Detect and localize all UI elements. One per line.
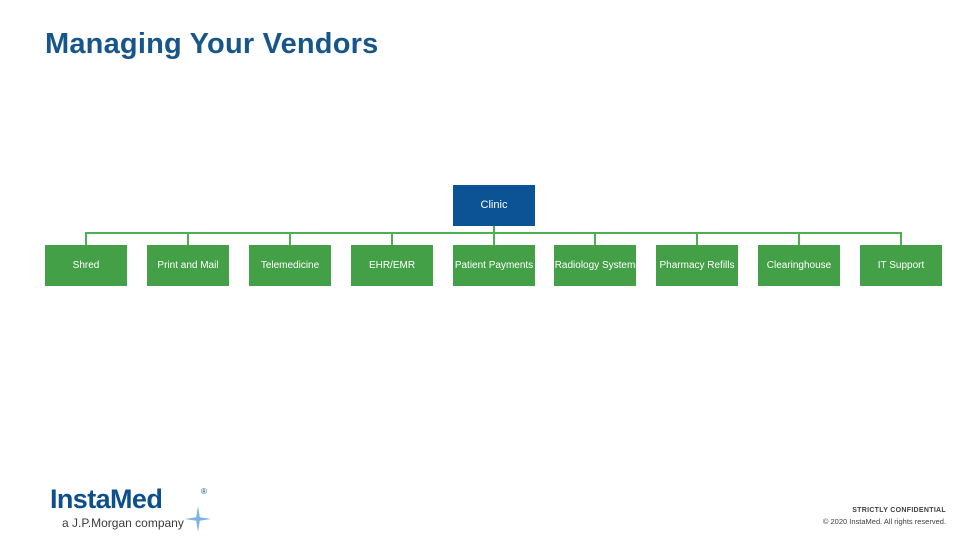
org-node-it-support[interactable]: IT Support bbox=[860, 245, 942, 286]
org-node-root[interactable]: Clinic bbox=[453, 185, 535, 226]
org-node-label: Radiology System bbox=[554, 259, 636, 271]
org-node-radiology-system[interactable]: Radiology System bbox=[554, 245, 636, 286]
copyright-notice: © 2020 InstaMed. All rights reserved. bbox=[822, 517, 946, 526]
connector-drop-5 bbox=[493, 232, 495, 245]
instamed-logo: InstaMed ® a J.P.Morgan company bbox=[46, 484, 231, 536]
org-node-root-label: Clinic bbox=[480, 199, 508, 212]
confidentiality-notice: STRICTLY CONFIDENTIAL bbox=[852, 507, 946, 514]
org-node-label: Pharmacy Refills bbox=[659, 259, 735, 271]
org-node-telemedicine[interactable]: Telemedicine bbox=[249, 245, 331, 286]
org-node-label: EHR/EMR bbox=[368, 259, 416, 271]
org-node-label: Patient Payments bbox=[454, 259, 534, 271]
slide-footer: STRICTLY CONFIDENTIAL © 2020 InstaMed. A… bbox=[823, 507, 946, 526]
connector-drop-7 bbox=[696, 232, 698, 245]
logo-wordmark: InstaMed bbox=[50, 484, 163, 514]
org-node-patient-payments[interactable]: Patient Payments bbox=[453, 245, 535, 286]
logo-registered-mark: ® bbox=[201, 487, 207, 496]
connector-drop-2 bbox=[187, 232, 189, 245]
org-node-label: IT Support bbox=[877, 259, 925, 271]
connector-drop-3 bbox=[289, 232, 291, 245]
org-node-label: Shred bbox=[72, 259, 100, 271]
sparkle-icon bbox=[185, 506, 211, 532]
connector-drop-1 bbox=[85, 232, 87, 245]
connector-drop-6 bbox=[594, 232, 596, 245]
connector-drop-9 bbox=[900, 232, 902, 245]
org-node-pharmacy-refills[interactable]: Pharmacy Refills bbox=[656, 245, 738, 286]
org-node-shred[interactable]: Shred bbox=[45, 245, 127, 286]
connector-drop-8 bbox=[798, 232, 800, 245]
org-node-print-and-mail[interactable]: Print and Mail bbox=[147, 245, 229, 286]
org-node-label: Print and Mail bbox=[157, 259, 219, 271]
org-node-label: Telemedicine bbox=[260, 259, 320, 271]
connector-drop-4 bbox=[391, 232, 393, 245]
org-node-clearinghouse[interactable]: Clearinghouse bbox=[758, 245, 840, 286]
connector-root-stem bbox=[493, 226, 495, 234]
org-node-label: Clearinghouse bbox=[766, 259, 832, 271]
page-title: Managing Your Vendors bbox=[45, 28, 379, 60]
org-node-ehr-emr[interactable]: EHR/EMR bbox=[351, 245, 433, 286]
logo-tagline: a J.P.Morgan company bbox=[62, 516, 184, 530]
